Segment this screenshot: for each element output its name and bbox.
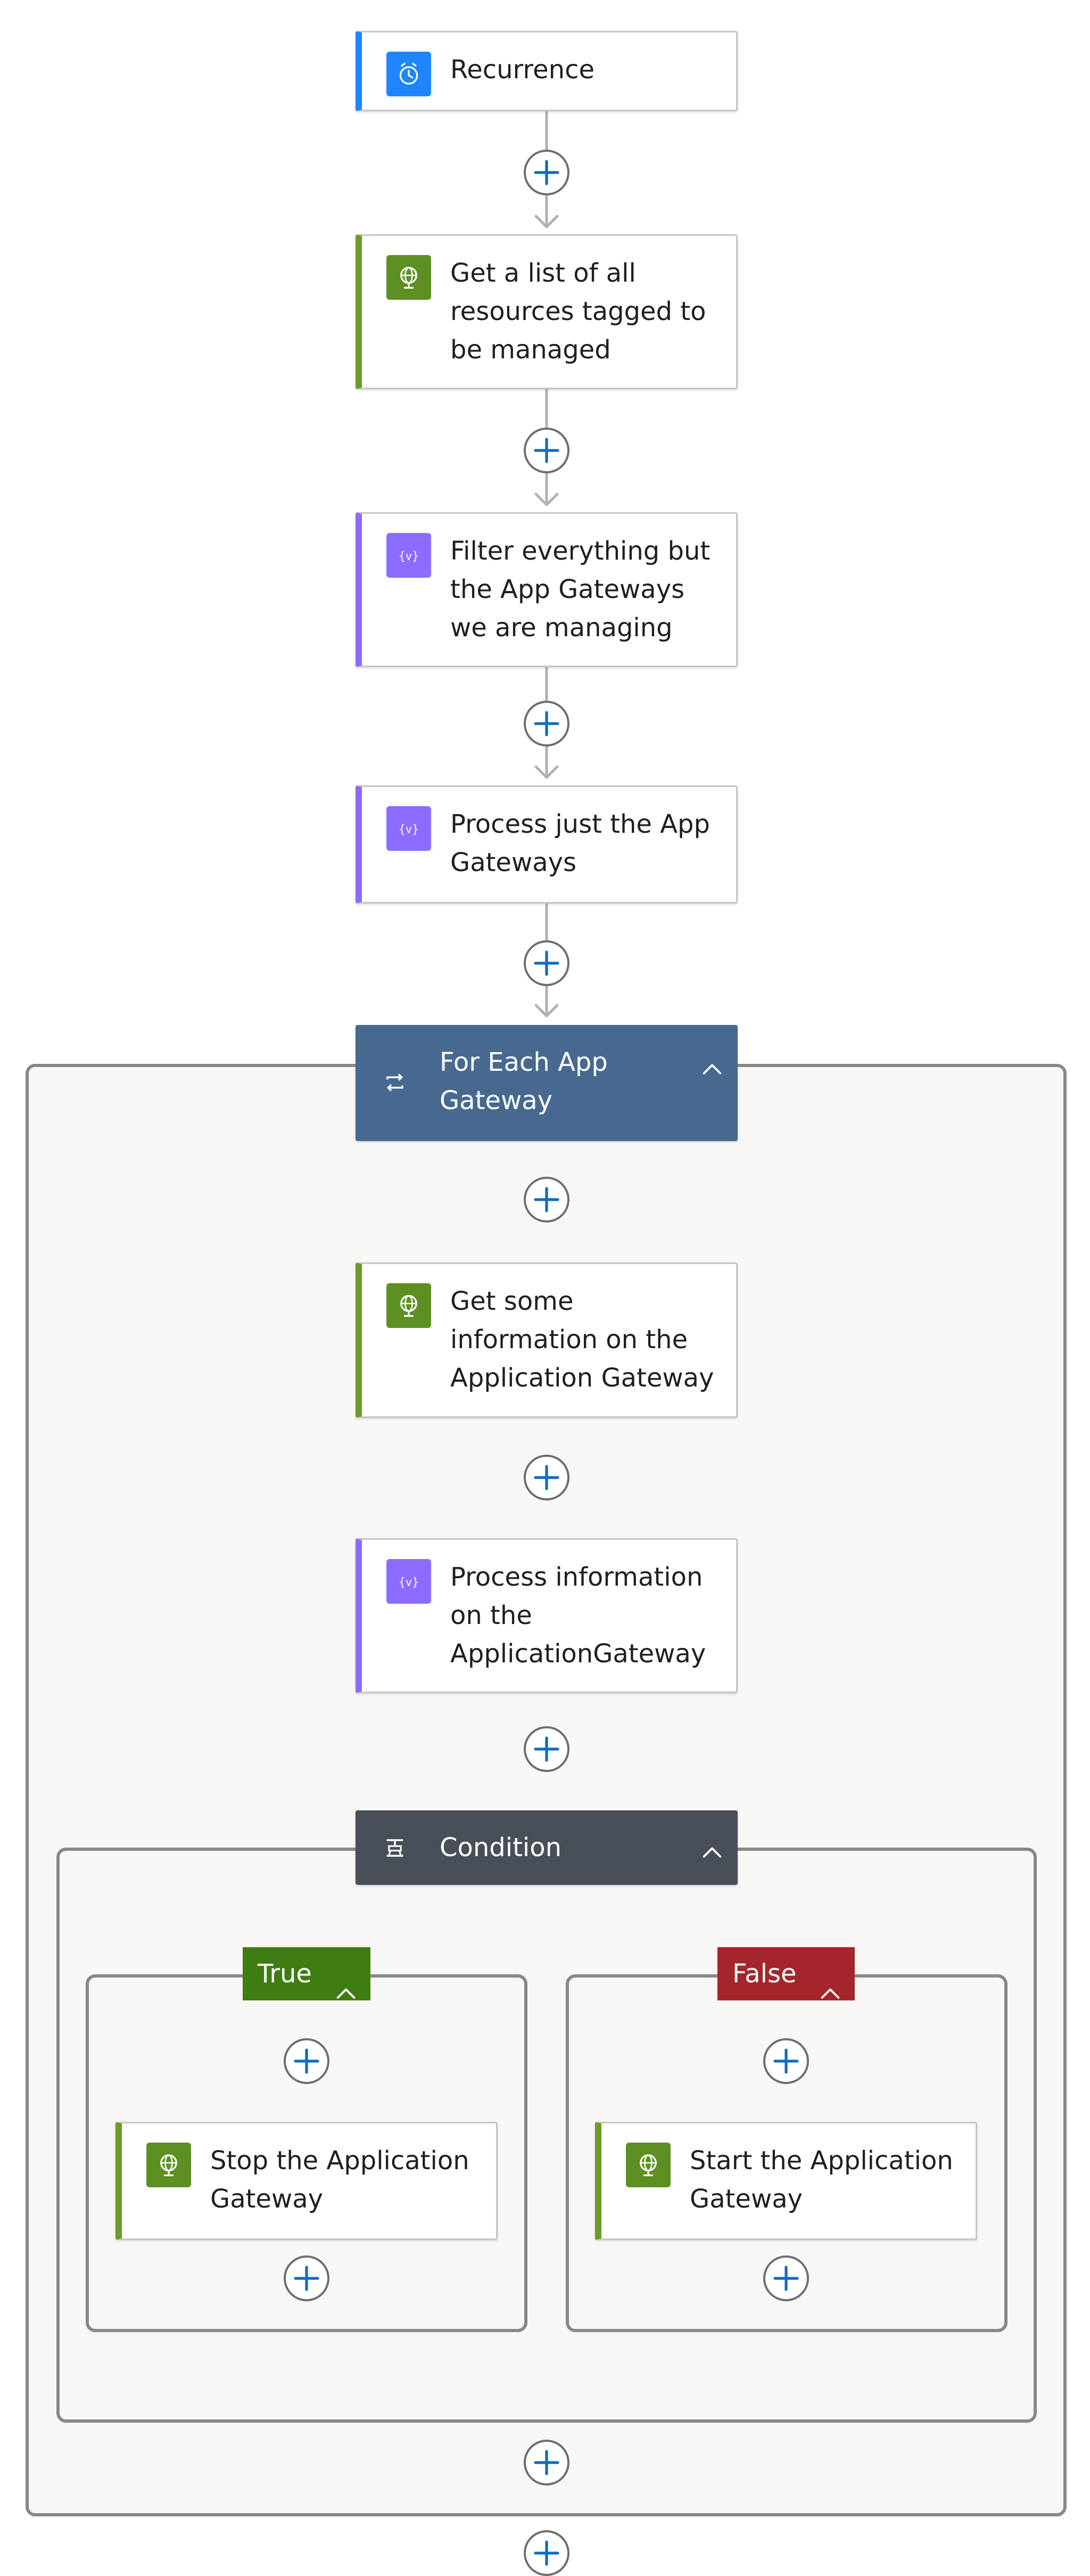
globe-icon [146,2143,191,2187]
insert-step-button[interactable] [524,2530,569,2576]
collapse-chevron-icon[interactable] [700,1048,724,1087]
plus-icon [531,708,563,740]
card-label: Process just the App Gateways [450,809,710,877]
variable-icon [386,806,431,851]
card-label: Process information on the ApplicationGa… [450,1562,706,1669]
plus-icon [770,2045,802,2077]
insert-step-button[interactable] [524,1455,569,1500]
insert-step-button[interactable] [524,940,569,986]
plus-icon [770,2262,802,2294]
plus-icon [291,2262,323,2294]
condition-label: Condition [440,1833,562,1863]
card-label: Get some information on the Application … [450,1286,714,1393]
globe-icon [386,255,431,300]
foreach-header[interactable]: For Each App Gateway [356,1025,738,1141]
true-branch-label: True [258,1959,312,1989]
card-label: Filter everything but the App Gateways w… [450,536,711,643]
card-label: Stop the Application Gateway [210,2146,469,2214]
card-label: Start the Application Gateway [690,2146,953,2214]
filter-card[interactable]: Filter everything but the App Gateways w… [356,512,738,667]
plus-icon [291,2045,323,2077]
true-branch-header[interactable]: True [243,1947,370,2000]
stop-gateway-card[interactable]: Stop the Application Gateway [115,2122,498,2240]
insert-step-button[interactable] [763,2255,809,2301]
condition-icon [380,1833,410,1873]
globe-icon [386,1283,431,1328]
insert-step-button[interactable] [284,2255,329,2301]
collapse-chevron-icon[interactable] [334,1965,358,2019]
collapse-chevron-icon[interactable] [700,1832,724,1870]
plus-icon [531,1733,563,1765]
false-branch-header[interactable]: False [717,1947,855,2000]
process-info-card[interactable]: Process information on the ApplicationGa… [356,1538,738,1693]
recurrence-card[interactable]: Recurrence [356,31,738,111]
insert-step-button[interactable] [763,2038,809,2084]
get-resources-card[interactable]: Get a list of all resources tagged to be… [356,234,738,389]
insert-step-button[interactable] [524,701,569,746]
false-branch-label: False [732,1959,797,1989]
insert-step-button[interactable] [524,428,569,473]
plus-icon [531,1184,563,1216]
card-label: Get a list of all resources tagged to be… [450,258,706,365]
loop-icon [380,1068,410,1108]
insert-step-button[interactable] [524,2440,569,2485]
globe-icon [626,2143,671,2187]
start-gateway-card[interactable]: Start the Application Gateway [595,2122,977,2240]
insert-step-button[interactable] [524,150,569,195]
insert-step-button[interactable] [284,2038,329,2084]
collapse-chevron-icon[interactable] [819,1965,842,2019]
foreach-label: For Each App Gateway [440,1047,608,1115]
plus-icon [531,157,563,188]
card-label: Recurrence [450,55,594,85]
plus-icon [531,2537,563,2569]
insert-step-button[interactable] [524,1726,569,1772]
variable-icon [386,1559,431,1604]
insert-step-button[interactable] [524,1177,569,1223]
plus-icon [531,947,563,979]
plus-icon [531,2447,563,2479]
get-info-card[interactable]: Get some information on the Application … [356,1262,738,1418]
plus-icon [531,1462,563,1494]
condition-header[interactable]: Condition [356,1810,738,1885]
variable-icon [386,533,431,578]
plus-icon [531,434,563,466]
clock-icon [386,52,431,96]
process-gateways-card[interactable]: Process just the App Gateways [356,785,738,904]
